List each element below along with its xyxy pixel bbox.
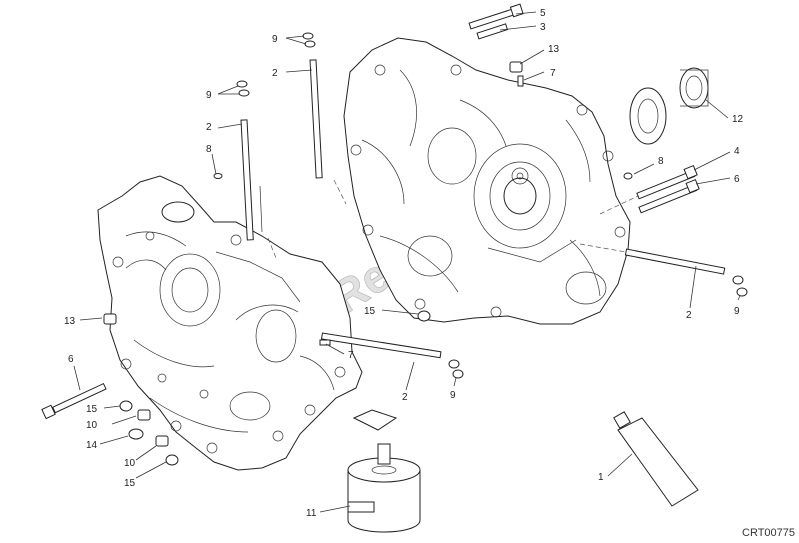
callout-label: 7 — [348, 350, 354, 361]
callout-label: 6 — [734, 174, 740, 185]
callout-label: 10 — [124, 458, 136, 469]
bolt-3 — [476, 23, 509, 40]
stud-upper-right — [309, 59, 347, 205]
callout-label: 8 — [206, 144, 212, 155]
callout-label: 13 — [64, 316, 76, 327]
small-parts — [103, 32, 748, 466]
callout-label: 14 — [86, 440, 98, 451]
callout-label: 9 — [734, 306, 740, 317]
stud-right — [579, 243, 726, 275]
leader-lines — [73, 11, 741, 513]
bolt-6-left — [41, 382, 107, 420]
callout-label: 2 — [402, 392, 408, 403]
bolt-5 — [468, 3, 524, 30]
callout-label: 4 — [734, 146, 740, 157]
callout-label: 8 — [658, 156, 664, 167]
callout-label: 11 — [306, 508, 317, 519]
callout-label: 7 — [550, 68, 556, 79]
stud-upper-left — [240, 119, 277, 259]
callout-label: 15 — [86, 404, 98, 415]
callout-label: 2 — [686, 310, 692, 321]
callout-label: 2 — [272, 68, 278, 79]
right-crankcase-half — [343, 37, 631, 325]
callout-label: 15 — [124, 478, 136, 489]
bearing — [629, 67, 709, 145]
left-crankcase-half — [97, 175, 363, 471]
callout-label: 15 — [364, 306, 376, 317]
bolt-4 — [599, 164, 698, 215]
callout-label: 9 — [206, 90, 212, 101]
callout-label: 6 — [68, 354, 74, 365]
callout-label: 12 — [732, 114, 744, 125]
callout-label: 3 — [540, 22, 546, 33]
oil-filter — [347, 409, 421, 533]
callout-label: 10 — [86, 420, 98, 431]
callout-label: 13 — [548, 44, 560, 55]
callout-label: 9 — [272, 34, 278, 45]
callout-label: 5 — [540, 8, 546, 19]
bolt-6-right — [638, 178, 700, 214]
callout-labels: 5 3 9 2 13 7 12 9 2 8 8 4 6 2 9 15 7 13 … — [64, 8, 744, 519]
stud-middle — [320, 332, 442, 359]
sealant-tube — [613, 411, 699, 507]
callout-label: 9 — [450, 390, 456, 401]
drawing-code: CRT00775 — [742, 527, 795, 539]
callout-label: 2 — [206, 122, 212, 133]
callout-label: 1 — [598, 472, 604, 483]
